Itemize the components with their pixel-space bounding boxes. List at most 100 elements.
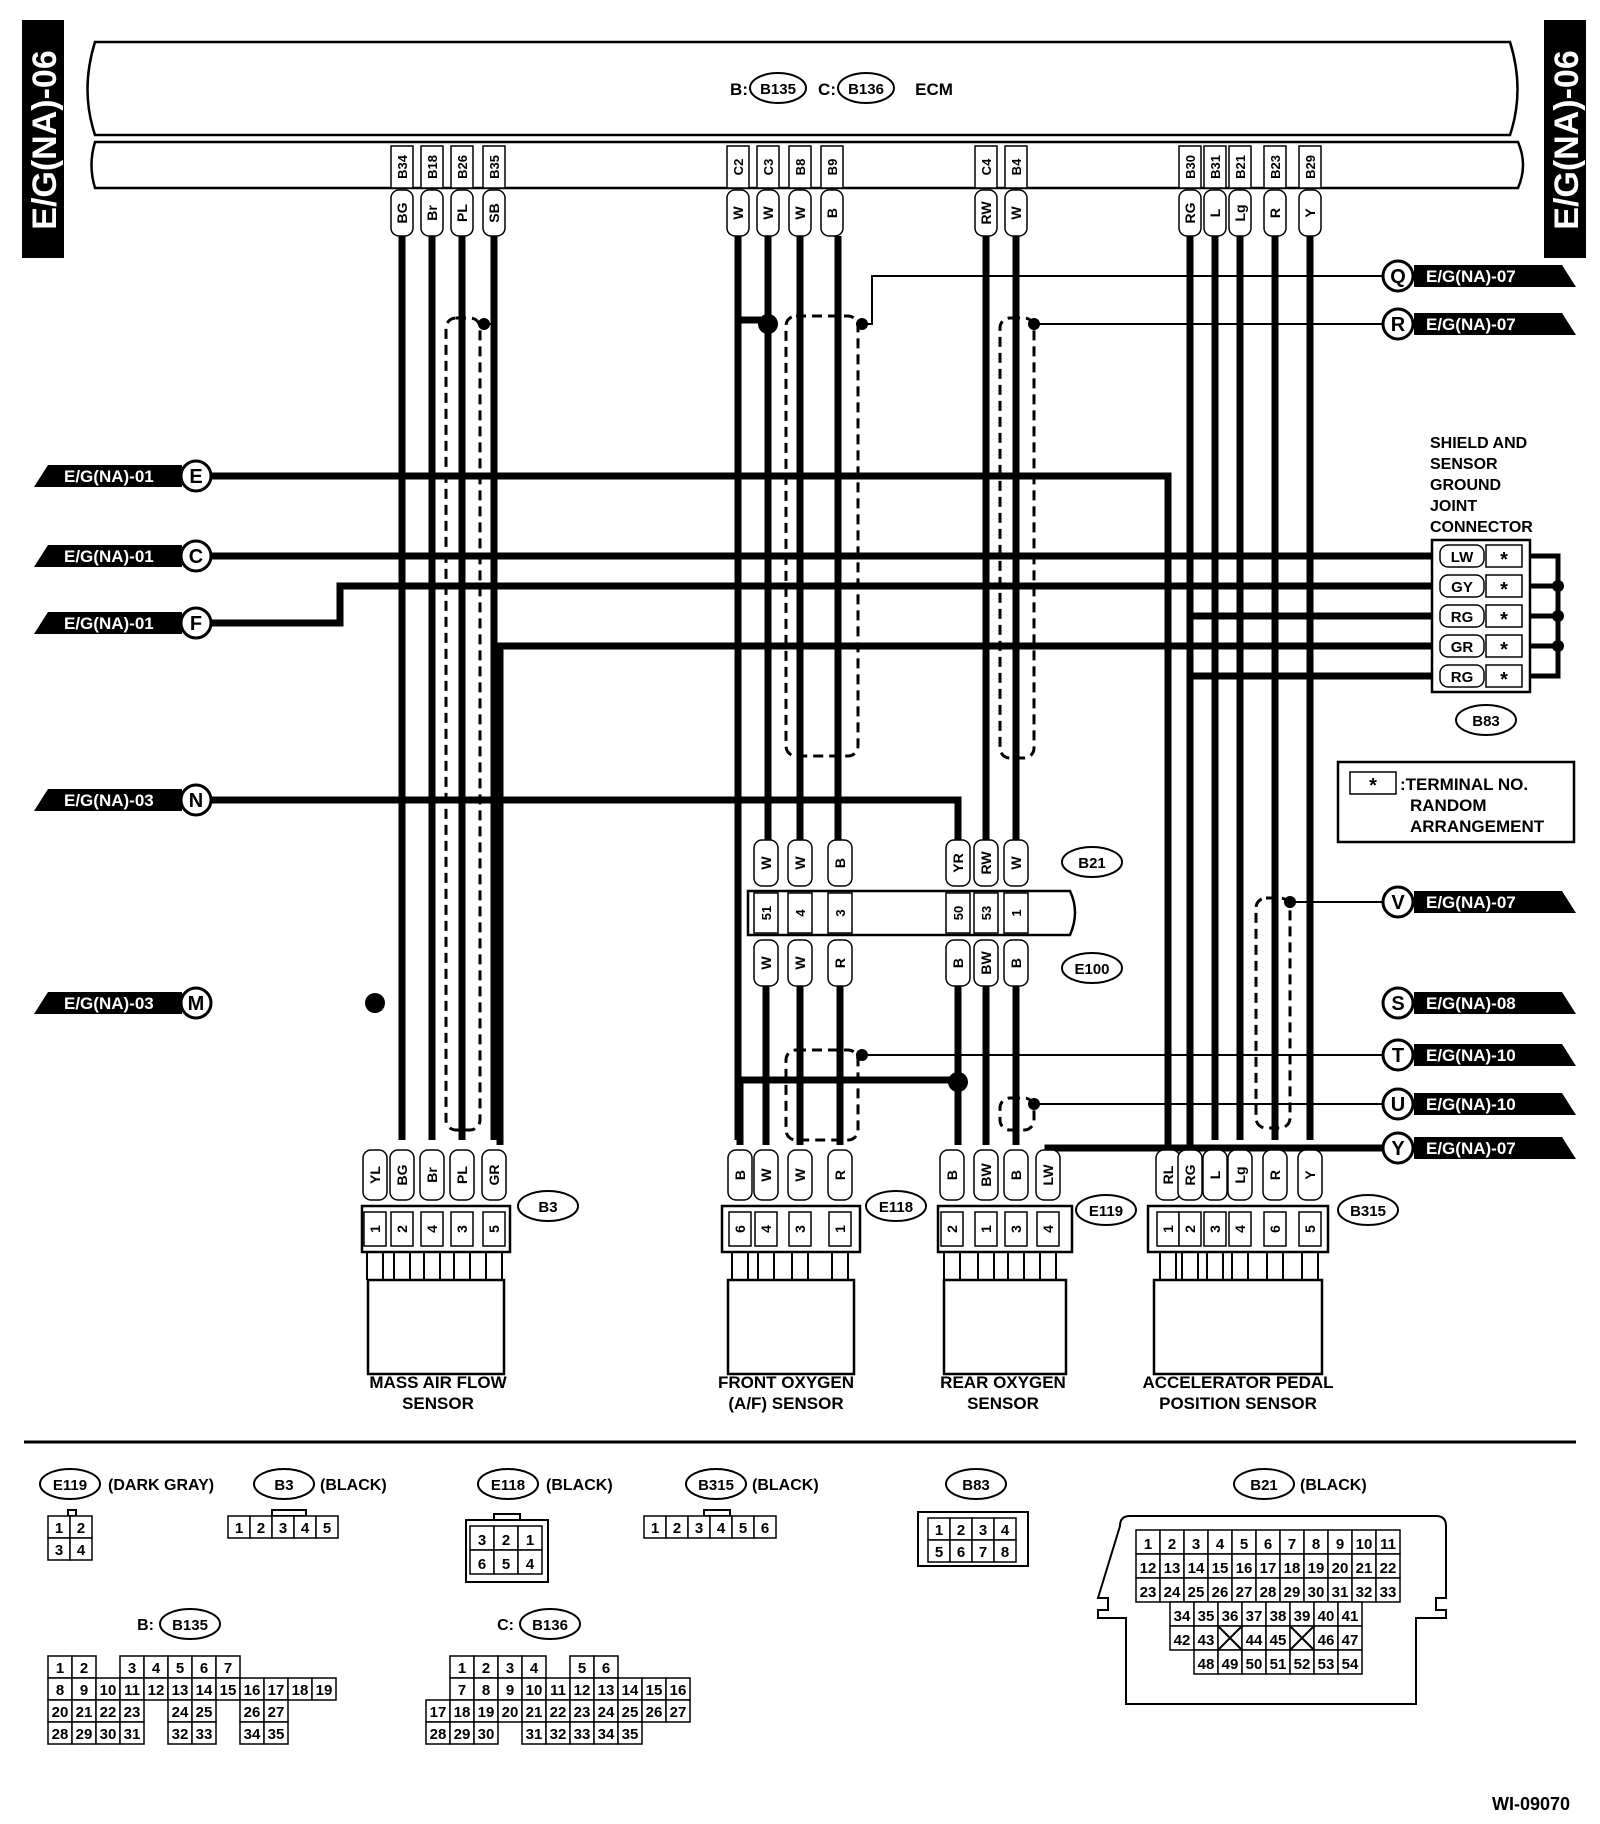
- pin-number: 30: [1308, 1584, 1325, 1601]
- pin-number: 31: [1332, 1584, 1349, 1601]
- pin-leg: [1206, 1252, 1224, 1280]
- pin-number: 13: [172, 1682, 189, 1699]
- pin-cell: [1207, 1553, 1233, 1579]
- terminal-box: [1203, 1211, 1227, 1247]
- pin-cell: [753, 1515, 777, 1539]
- pin-number: 4: [530, 1660, 539, 1677]
- pin-number: 44: [1246, 1632, 1263, 1649]
- pin-number: 21: [1356, 1560, 1373, 1577]
- ref-tab: [34, 789, 182, 811]
- pin-number: 15: [1212, 1560, 1229, 1577]
- pin-cell: [1135, 1553, 1161, 1579]
- side-tab-right: E/G(NA)-06: [1544, 20, 1586, 258]
- wire-color-label: W: [760, 206, 776, 220]
- splice-dot: [1284, 896, 1296, 908]
- random-terminal-star: *: [1500, 579, 1508, 601]
- pin-cell: [1313, 1625, 1339, 1651]
- conn-view-label: B83: [962, 1477, 990, 1494]
- pin-number: 1: [935, 1522, 943, 1539]
- pin-leg: [943, 1252, 961, 1280]
- ecm-pin-label: B34: [395, 154, 410, 179]
- terminal-box: [1003, 892, 1029, 934]
- pin-number: 34: [1174, 1608, 1191, 1625]
- left-ref-label: E/G(NA)-01: [64, 614, 154, 633]
- ref-badge: [1381, 1038, 1415, 1072]
- terminal-number: 6: [1267, 1225, 1283, 1233]
- ecm-conn-b: B135: [760, 81, 796, 98]
- pin-cell: [1169, 1625, 1195, 1651]
- ecm-pin-box: [726, 145, 750, 189]
- pin-number: 11: [124, 1682, 140, 1699]
- pin-number: 53: [1318, 1656, 1335, 1673]
- pin-number: 41: [1342, 1608, 1359, 1625]
- terminal-box: [1178, 1211, 1202, 1247]
- wire-color-label: BW: [978, 951, 994, 975]
- conn-oval: [865, 1190, 927, 1222]
- right-ref-label: E/G(NA)-07: [1426, 267, 1516, 286]
- ecm-pin-box: [1178, 145, 1202, 189]
- pin-number: 43: [1198, 1632, 1215, 1649]
- terminal-box: [1298, 1211, 1322, 1247]
- left-ref-label: E/G(NA)-03: [64, 994, 154, 1013]
- conn-view-label: B3: [274, 1477, 293, 1494]
- ref-badge: [1381, 259, 1415, 293]
- wire-color-label: LW: [1040, 1164, 1056, 1186]
- pin-number: 37: [1246, 1608, 1263, 1625]
- pin-leg: [831, 1252, 849, 1280]
- side-label-left: E/G(NA)-06: [26, 50, 64, 229]
- conn-view-label: B21: [1250, 1477, 1278, 1494]
- pin-number: 14: [622, 1682, 639, 1699]
- ecm-pin-label: B35: [487, 155, 502, 179]
- pin-leg: [1266, 1252, 1284, 1280]
- sensor-conn-label: B315: [1350, 1203, 1386, 1220]
- ecm-pin-box: [1203, 145, 1227, 189]
- ecm-pin-label: B26: [455, 155, 470, 179]
- pin-leg: [977, 1252, 995, 1280]
- pin-cell: [493, 1549, 519, 1575]
- ref-badge: [179, 986, 213, 1020]
- latch: [703, 1509, 731, 1517]
- figure-id: WI-09070: [1492, 1794, 1570, 1814]
- sensor-conn-label: B3: [538, 1199, 557, 1216]
- ecm-pin-box: [1263, 145, 1287, 189]
- pin-number: 6: [1264, 1536, 1272, 1553]
- pin-leg: [423, 1252, 441, 1280]
- wire-color-label: YR: [950, 853, 966, 872]
- pin-number: 20: [1332, 1560, 1349, 1577]
- pin-number: 2: [673, 1520, 681, 1537]
- pin-number: 23: [1140, 1584, 1157, 1601]
- sensor-name: MASS AIR FLOW: [369, 1373, 507, 1392]
- pin-leg: [1301, 1252, 1319, 1280]
- left-ref-letter: M: [188, 993, 205, 1015]
- housing: [1096, 1515, 1447, 1705]
- pin-number: 3: [506, 1660, 514, 1677]
- conn-oval: [519, 1608, 581, 1640]
- pin-number: 54: [1342, 1656, 1359, 1673]
- wire-color-tag: [1439, 574, 1485, 598]
- terminal-box: [1228, 1211, 1252, 1247]
- pin-cell: [1265, 1625, 1291, 1651]
- pin-number: 17: [430, 1704, 447, 1721]
- conn-view-label: B136: [532, 1617, 568, 1634]
- shield-outline: [998, 1096, 1036, 1132]
- pin-number: 13: [1164, 1560, 1181, 1577]
- pin-leg: [1231, 1252, 1249, 1280]
- ecm-pin-label: B21: [1233, 155, 1248, 179]
- terminal-number: 2: [944, 1225, 960, 1233]
- conn-oval: [1455, 704, 1517, 736]
- pin-number: 5: [1240, 1536, 1248, 1553]
- ecm-pin-box: [756, 145, 780, 189]
- pin-leg: [485, 1252, 503, 1280]
- ecm-prefix-b: B:: [730, 80, 748, 99]
- shield-outline: [444, 316, 482, 1132]
- pin-number: 1: [458, 1660, 466, 1677]
- splice-dot: [758, 314, 778, 334]
- wire-color-tag: [753, 1149, 779, 1201]
- ecm-pin-box: [450, 145, 474, 189]
- pin-number: 8: [1312, 1536, 1320, 1553]
- pin-cell: [1313, 1601, 1339, 1627]
- wire-color-label: R: [1267, 208, 1283, 218]
- wire-color-tag: [727, 1149, 753, 1201]
